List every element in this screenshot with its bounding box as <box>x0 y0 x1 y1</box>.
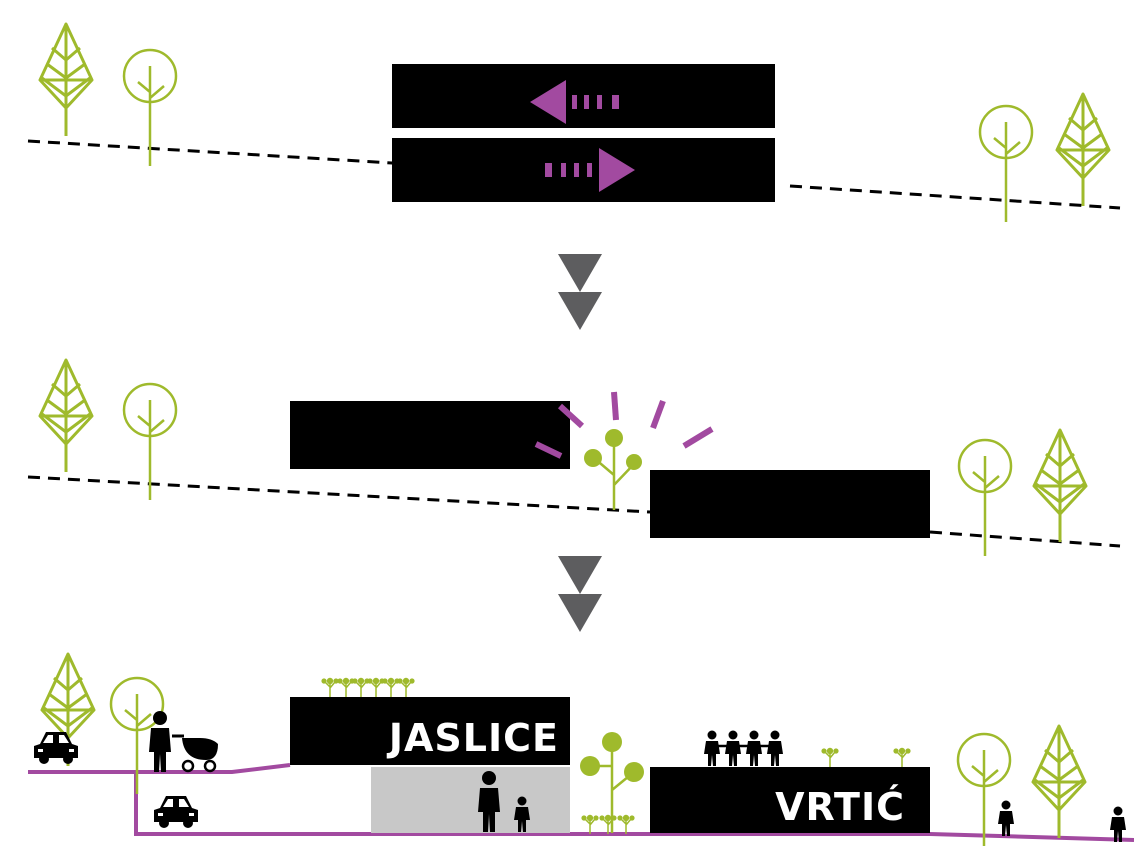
open-ground-floor <box>371 767 570 833</box>
building-nursery <box>290 697 570 765</box>
road-lane-upper <box>392 64 775 128</box>
children-group <box>704 730 783 766</box>
street-level-line <box>28 763 291 774</box>
panel-final-section: JASLICE VRTIĆ <box>28 652 1134 846</box>
conifer-tree-icon <box>1032 428 1088 544</box>
panel-existing-road <box>27 22 1121 224</box>
pram-icon <box>172 734 218 773</box>
transition-arrow-icon <box>558 556 602 632</box>
conifer-tree-icon <box>38 358 94 474</box>
flow-arrow-icon <box>545 148 635 192</box>
lower-level-line <box>134 772 1134 842</box>
roof-garden <box>320 677 416 698</box>
flow-arrow-icon <box>530 80 619 124</box>
roof-garden <box>820 747 912 768</box>
panel-split-volumes <box>27 358 1121 558</box>
road-lane-lower <box>392 138 775 202</box>
conifer-tree-icon <box>1031 724 1087 840</box>
building-kindergarten <box>650 767 930 833</box>
child-icon <box>1110 806 1126 842</box>
conifer-tree-icon <box>38 22 94 138</box>
person-icon <box>149 711 171 772</box>
car-icon <box>154 796 198 828</box>
sapling-icon <box>584 429 642 510</box>
transition-arrow-icon <box>558 254 602 330</box>
building-volume-right <box>650 470 930 538</box>
conifer-tree-icon <box>1055 92 1111 208</box>
burst-rays <box>534 391 714 459</box>
building-nursery-label: JASLICE <box>386 716 559 760</box>
car-icon <box>34 732 78 764</box>
terrain-line <box>27 475 1121 548</box>
building-kindergarten-label: VRTIĆ <box>775 785 905 829</box>
deciduous-tree-icon <box>957 438 1013 558</box>
sapling-icon <box>580 732 644 835</box>
child-icon <box>998 800 1014 836</box>
deciduous-tree-icon <box>978 104 1034 224</box>
building-volume-left <box>290 401 570 469</box>
